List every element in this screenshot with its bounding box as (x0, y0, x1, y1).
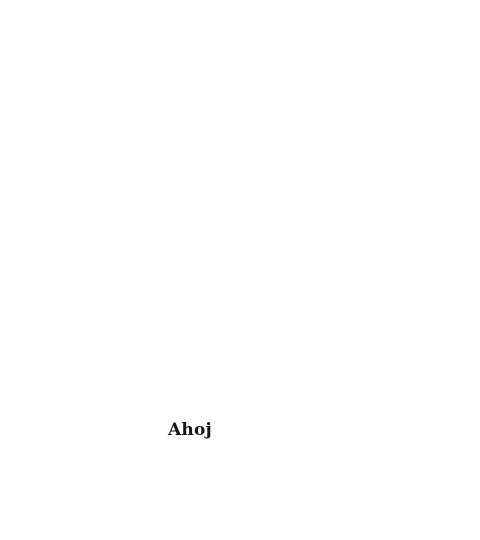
greeting-text: Ahoj (168, 420, 212, 440)
